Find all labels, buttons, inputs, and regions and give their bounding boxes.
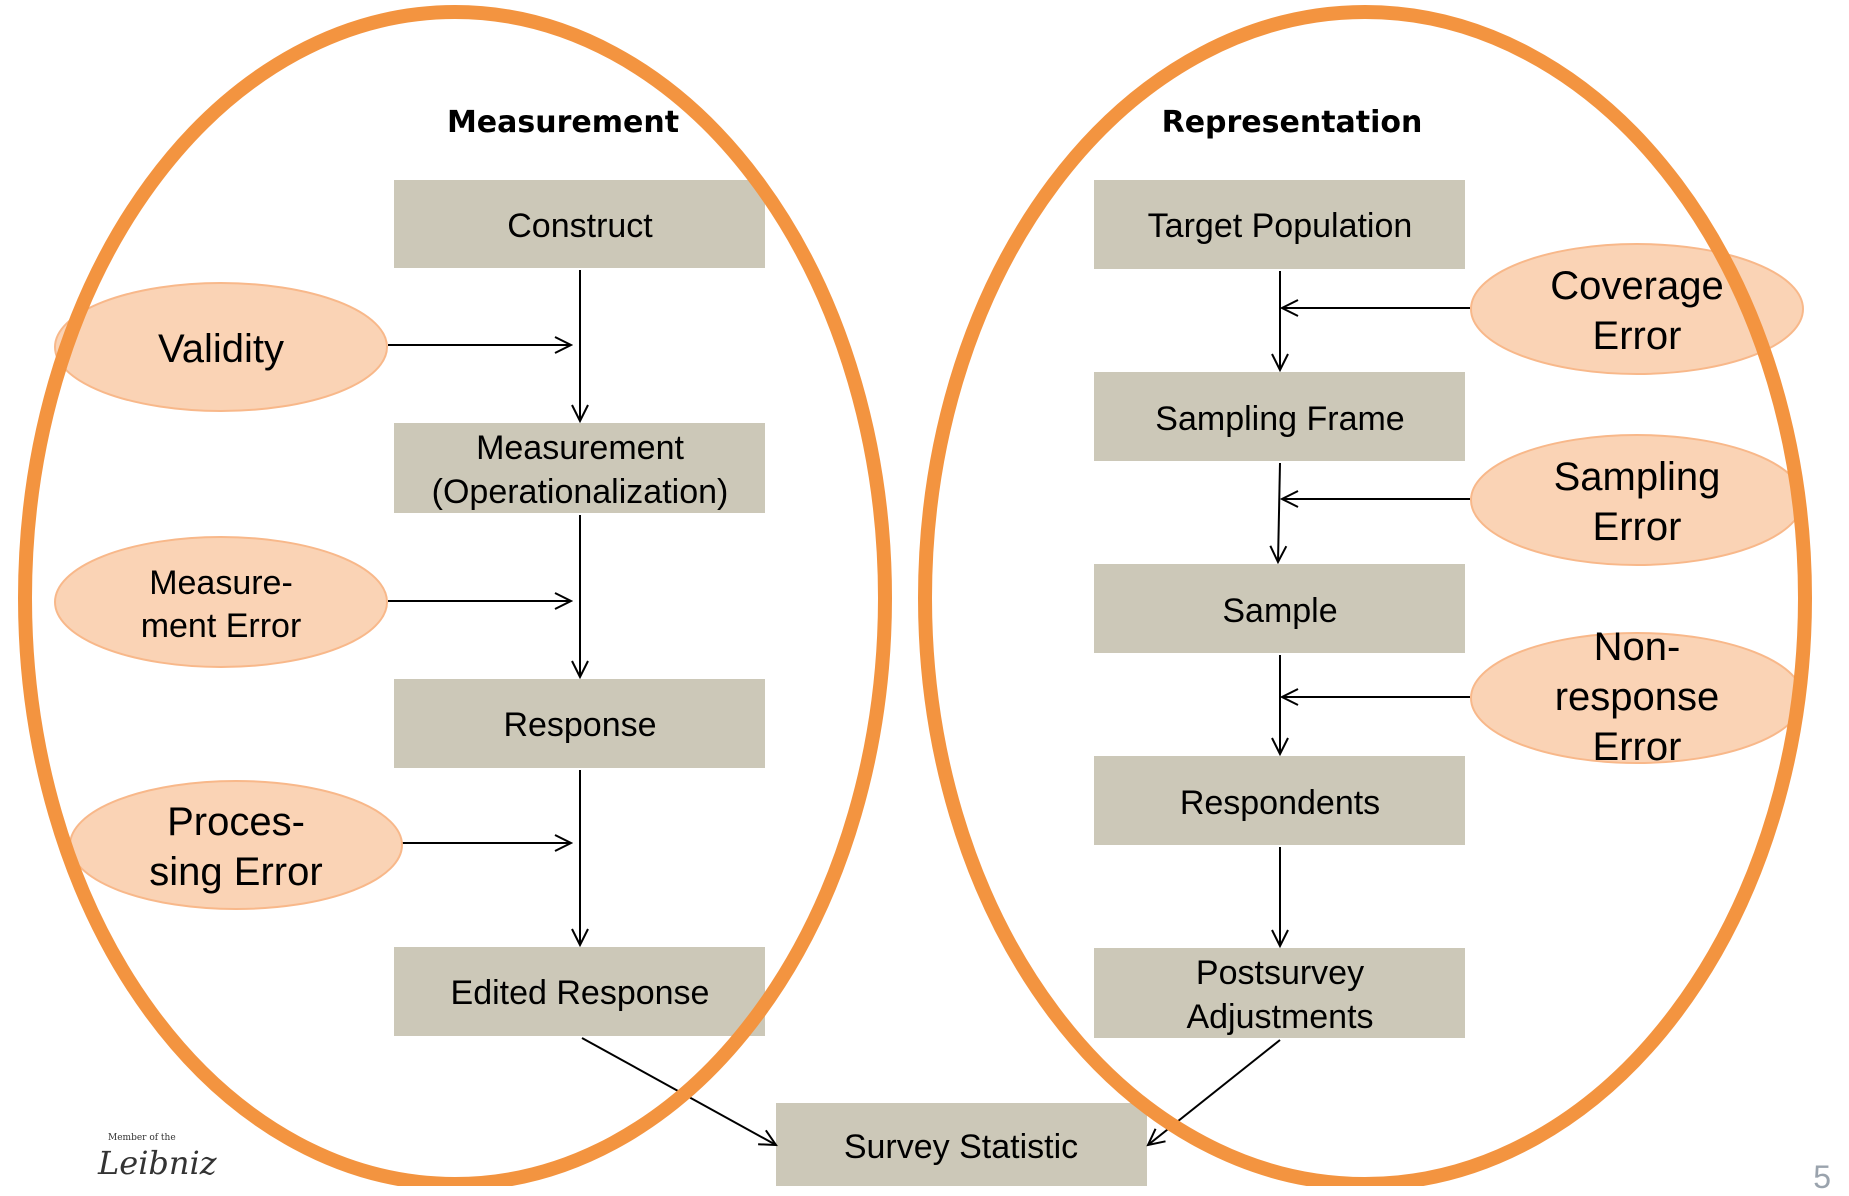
- postsurvey-line2: Adjustments: [1186, 998, 1373, 1036]
- logo-member-text: Member of the: [108, 1133, 176, 1143]
- arrow-frame-to-sample: [1278, 462, 1280, 562]
- survey-statistic-box: [776, 1103, 1147, 1186]
- sampling-error-line2: Error: [1593, 505, 1682, 549]
- edited-response-box: [394, 947, 765, 1036]
- representation-ring: [918, 5, 1812, 1186]
- sampling-frame-label: Sampling Frame: [1155, 400, 1404, 438]
- measurement-box-line2: (Operationalization): [432, 473, 729, 511]
- measurement-box-line1: Measurement: [476, 429, 684, 467]
- sample-box: [1094, 564, 1465, 653]
- right-error-ellipses: Coverage Error Sampling Error Non- respo…: [1470, 243, 1804, 769]
- response-label: Response: [503, 706, 656, 744]
- target-population-box: [1094, 180, 1465, 269]
- nonresponse-error-line3: Error: [1593, 725, 1682, 769]
- coverage-error-line2: Error: [1593, 314, 1682, 358]
- respondents-box: [1094, 756, 1465, 845]
- construct-label: Construct: [507, 207, 653, 245]
- edited-response-label: Edited Response: [451, 974, 710, 1012]
- processing-error-line2: sing Error: [149, 850, 322, 894]
- measurement-ring: [18, 5, 892, 1186]
- validity-ellipse: [54, 282, 388, 412]
- measurement-operationalization-box: [394, 423, 765, 513]
- measurement-error-ellipse: [54, 536, 388, 668]
- measurement-header: Measurement: [447, 105, 679, 140]
- respondents-label: Respondents: [1180, 784, 1380, 822]
- coverage-error-line1: Coverage: [1550, 264, 1723, 308]
- survey-statistic-label: Survey Statistic: [844, 1128, 1078, 1166]
- postsurvey-line1: Postsurvey: [1196, 954, 1364, 992]
- sample-label: Sample: [1222, 592, 1337, 630]
- measurement-column: Construct Measurement (Operationalizatio…: [394, 180, 765, 1036]
- representation-header: Representation: [1162, 105, 1423, 140]
- sampling-frame-box: [1094, 372, 1465, 461]
- sampling-error-line1: Sampling: [1554, 455, 1721, 499]
- processing-error-line1: Proces-: [167, 800, 305, 844]
- leibniz-logo: Member of the Leibniz: [92, 1128, 222, 1186]
- page-number: 5: [1813, 1159, 1831, 1195]
- target-population-label: Target Population: [1148, 207, 1413, 245]
- measurement-error-line1: Measure-: [149, 564, 293, 602]
- coverage-error-ellipse: [1470, 243, 1804, 375]
- measurement-error-line2: ment Error: [141, 607, 302, 645]
- logo-word: Leibniz: [97, 1144, 218, 1182]
- nonresponse-error-line2: response: [1555, 675, 1720, 719]
- error-arrows: [388, 308, 1470, 843]
- representation-column: Target Population Sampling Frame Sample …: [1094, 180, 1465, 1038]
- nonresponse-error-line1: Non-: [1594, 625, 1681, 669]
- construct-box: [394, 180, 765, 268]
- validity-label: Validity: [158, 327, 284, 371]
- response-box: [394, 679, 765, 768]
- postsurvey-adjustments-box: [1094, 948, 1465, 1038]
- left-error-ellipses: Validity Measure- ment Error Proces- sin…: [54, 282, 403, 910]
